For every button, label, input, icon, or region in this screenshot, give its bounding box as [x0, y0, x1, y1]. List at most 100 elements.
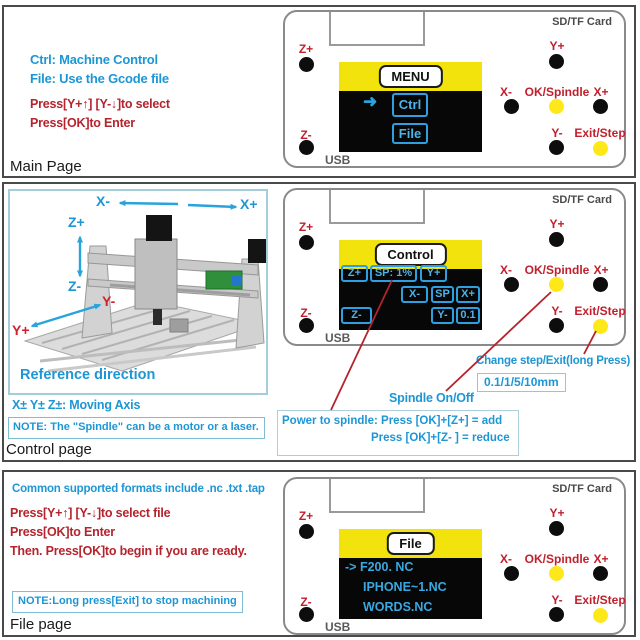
ok-spindle-button[interactable]: [549, 277, 564, 292]
y-minus-button[interactable]: [549, 318, 564, 333]
axis-z-minus-label: Z-: [68, 278, 82, 294]
y-minus-button[interactable]: [549, 140, 564, 155]
hint-file: File: Use the Gcode file: [30, 71, 169, 86]
ok-spindle-label: OK/Spindle: [524, 552, 590, 566]
cnc-machine-photo: [23, 200, 270, 373]
x-plus-button[interactable]: [593, 99, 608, 114]
z-minus-label: Z-: [300, 595, 312, 609]
axis-y-plus-label: Y+: [12, 322, 30, 338]
key-step[interactable]: 0.1: [456, 307, 480, 324]
x-plus-label: X+: [593, 263, 609, 277]
y-plus-button[interactable]: [549, 54, 564, 69]
sd-card-slot[interactable]: [329, 479, 425, 513]
key-y-minus[interactable]: Y-: [431, 307, 454, 324]
sd-card-label: SD/TF Card: [552, 16, 612, 28]
z-minus-label: Z-: [300, 306, 312, 320]
key-x-minus[interactable]: X-: [401, 286, 428, 303]
usb-label: USB: [325, 331, 351, 345]
instr-select: Press[Y+↑] [Y-↓]to select: [30, 97, 170, 111]
lcd-screen-file: File -> F200. NC IPHONE~1.NC WORDS.NC: [339, 529, 482, 619]
offline-controller-file: SD/TF Card USB Z+ Z- Y+ X- OK/Spindle X+…: [283, 477, 626, 635]
offline-controller-main: SD/TF Card USB Z+ Z- Y+ X- OK/Spindle X+…: [283, 10, 626, 168]
usb-label: USB: [325, 620, 351, 634]
z-plus-button[interactable]: [299, 57, 314, 72]
key-sp-rate[interactable]: SP: 1%: [370, 265, 417, 282]
z-plus-label: Z+: [298, 220, 314, 234]
lcd-screen-menu: MENU ➜ Ctrl File: [339, 62, 482, 152]
z-plus-label: Z+: [298, 509, 314, 523]
page-label-control: Control page: [6, 441, 92, 458]
instr-begin: Then. Press[OK]to begin if you are ready…: [10, 544, 247, 558]
menu-item-ctrl[interactable]: Ctrl: [392, 93, 428, 117]
file-name: F200. NC: [359, 560, 414, 574]
y-minus-label: Y-: [551, 593, 563, 607]
hint-ctrl: Ctrl: Machine Control: [30, 52, 158, 67]
x-minus-label: X-: [500, 85, 512, 99]
instr-enter: Press[OK]to Enter: [10, 525, 115, 539]
z-plus-button[interactable]: [299, 524, 314, 539]
ok-spindle-label: OK/Spindle: [524, 263, 590, 277]
key-z-plus[interactable]: Z+: [341, 265, 368, 282]
reference-direction-figure: X- X+ Z+ Z- Y- Y+ Reference direction: [8, 189, 270, 395]
instr-enter: Press[OK]to Enter: [30, 116, 135, 130]
x-minus-label: X-: [500, 552, 512, 566]
step-values-box: 0.1/1/5/10mm: [477, 373, 566, 392]
y-minus-label: Y-: [551, 304, 563, 318]
z-plus-label: Z+: [298, 42, 314, 56]
y-plus-button[interactable]: [549, 521, 564, 536]
axis-x-minus-label: X-: [96, 193, 110, 209]
x-plus-button[interactable]: [593, 277, 608, 292]
axis-x-plus-label: X+: [240, 196, 258, 212]
sd-card-label: SD/TF Card: [552, 483, 612, 495]
formats-note: Common supported formats include .nc .tx…: [12, 483, 265, 495]
x-minus-button[interactable]: [504, 566, 519, 581]
lcd-screen-control: Control Z+ SP: 1% Y+ X- SP X+ Z- Y- 0.1: [339, 240, 482, 330]
ok-spindle-button[interactable]: [549, 99, 564, 114]
z-minus-label: Z-: [300, 128, 312, 142]
ok-spindle-label: OK/Spindle: [524, 85, 590, 99]
x-minus-label: X-: [500, 263, 512, 277]
spindle-onoff-note: Spindle On/Off: [389, 391, 474, 405]
key-z-minus[interactable]: Z-: [341, 307, 372, 324]
z-minus-button[interactable]: [299, 140, 314, 155]
y-plus-button[interactable]: [549, 232, 564, 247]
sd-card-slot[interactable]: [329, 12, 425, 46]
screen-title: Control: [374, 243, 447, 266]
exit-step-button[interactable]: [593, 319, 608, 334]
axis-z-plus-label: Z+: [68, 214, 85, 230]
menu-item-file[interactable]: File: [392, 123, 428, 144]
exit-step-button[interactable]: [593, 141, 608, 156]
x-plus-button[interactable]: [593, 566, 608, 581]
y-plus-label: Y+: [549, 217, 565, 231]
z-minus-button[interactable]: [299, 318, 314, 333]
page-label-file: File page: [10, 616, 72, 633]
page-label-main: Main Page: [10, 158, 82, 175]
x-minus-button[interactable]: [504, 277, 519, 292]
spindle-power-box: Power to spindle: Press [OK]+[Z+] = add …: [277, 410, 519, 456]
usb-label: USB: [325, 153, 351, 167]
file-list-item[interactable]: WORDS.NC: [363, 600, 433, 614]
exit-step-label: Exit/Step: [574, 126, 626, 140]
key-x-plus[interactable]: X+: [456, 286, 480, 303]
moving-axis-note: X± Y± Z±: Moving Axis: [12, 398, 141, 412]
sd-card-slot[interactable]: [329, 190, 425, 224]
file-list-item-selected[interactable]: -> F200. NC: [345, 560, 413, 574]
instr-select-file: Press[Y+↑] [Y-↓]to select file: [10, 506, 171, 520]
ok-spindle-button[interactable]: [549, 566, 564, 581]
x-plus-label: X+: [593, 85, 609, 99]
key-y-plus[interactable]: Y+: [420, 265, 447, 282]
key-sp[interactable]: SP: [431, 286, 454, 303]
exit-step-label: Exit/Step: [574, 593, 626, 607]
change-step-note: Change step/Exit(long Press): [476, 355, 631, 367]
x-minus-button[interactable]: [504, 99, 519, 114]
file-list-item[interactable]: IPHONE~1.NC: [363, 580, 447, 594]
y-minus-button[interactable]: [549, 607, 564, 622]
z-plus-button[interactable]: [299, 235, 314, 250]
offline-controller-control: SD/TF Card USB Z+ Z- Y+ X- OK/Spindle X+…: [283, 188, 626, 346]
z-minus-button[interactable]: [299, 607, 314, 622]
y-plus-label: Y+: [549, 39, 565, 53]
exit-step-label: Exit/Step: [574, 304, 626, 318]
screen-title: File: [386, 532, 435, 555]
exit-step-button[interactable]: [593, 608, 608, 623]
